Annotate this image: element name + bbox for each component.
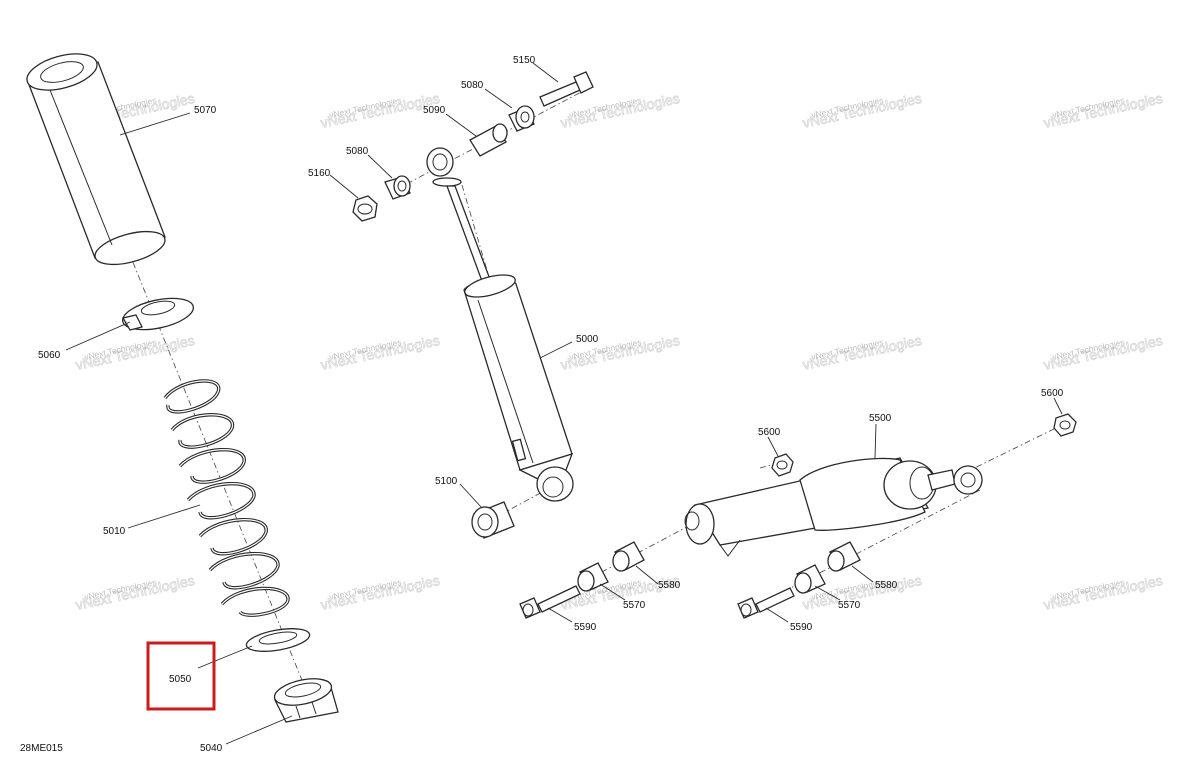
part-5060-spring-retainer[interactable] <box>120 293 196 335</box>
part-5010-spring[interactable] <box>163 379 290 617</box>
part-5580-sleeve-left[interactable] <box>612 541 645 572</box>
part-5150-bolt[interactable] <box>539 71 594 107</box>
callout-5080-left: 5080 <box>346 146 369 157</box>
callout-5570-right: 5570 <box>838 600 861 611</box>
part-5590-bolt-right[interactable] <box>737 587 795 619</box>
part-5600-nut-right[interactable] <box>1053 413 1077 437</box>
part-5590-bolt-left[interactable] <box>519 585 581 619</box>
part-5040-adjuster-collar[interactable] <box>272 674 339 723</box>
callout-5000: 5000 <box>576 334 599 345</box>
part-5070-boot[interactable] <box>23 47 168 271</box>
part-5570-bushing-right[interactable] <box>794 564 826 594</box>
callout-5600-right: 5600 <box>1041 388 1064 399</box>
callout-5060: 5060 <box>38 350 61 361</box>
callout-5150: 5150 <box>513 55 536 66</box>
callout-5590-left: 5590 <box>574 622 597 633</box>
callout-5080-upper: 5080 <box>461 80 484 91</box>
part-5100-bushing-lower[interactable] <box>471 501 515 539</box>
highlight-box-5050 <box>146 641 216 711</box>
part-5050-washer[interactable] <box>245 625 312 656</box>
part-5080-bushing-upper-left[interactable] <box>384 175 411 200</box>
callout-5090: 5090 <box>423 105 446 116</box>
part-5160-nut[interactable] <box>352 195 378 222</box>
assembly-axes <box>127 89 1063 701</box>
part-5090-sleeve[interactable] <box>469 123 508 157</box>
part-5570-bushing-left[interactable] <box>577 562 609 592</box>
callout-5570-left: 5570 <box>623 600 646 611</box>
part-5080-bushing-upper-right[interactable] <box>508 105 535 132</box>
callout-5050: 5050 <box>169 674 192 685</box>
diagram-code: 28ME015 <box>20 743 63 754</box>
callout-labels: 5070 5060 5010 5050 5040 5150 5080 5090 … <box>20 55 1064 754</box>
callout-5500: 5500 <box>869 413 892 424</box>
part-5580-sleeve-right[interactable] <box>827 541 861 572</box>
watermarks: vNext Technologies vNext Technologies vN… <box>74 90 1165 614</box>
part-5500-shock[interactable] <box>684 457 983 557</box>
leader-lines <box>65 62 1063 745</box>
callout-5580-right: 5580 <box>875 580 898 591</box>
callout-5600-left: 5600 <box>758 427 781 438</box>
part-5000-shock[interactable] <box>426 147 574 502</box>
callout-5100: 5100 <box>435 476 458 487</box>
callout-5010: 5010 <box>103 526 126 537</box>
callout-5590-right: 5590 <box>790 622 813 633</box>
callout-5040: 5040 <box>200 743 223 754</box>
callout-5160: 5160 <box>308 168 331 179</box>
part-5600-nut-left[interactable] <box>771 453 794 477</box>
callout-5580-left: 5580 <box>658 580 681 591</box>
callout-5070: 5070 <box>194 105 217 116</box>
